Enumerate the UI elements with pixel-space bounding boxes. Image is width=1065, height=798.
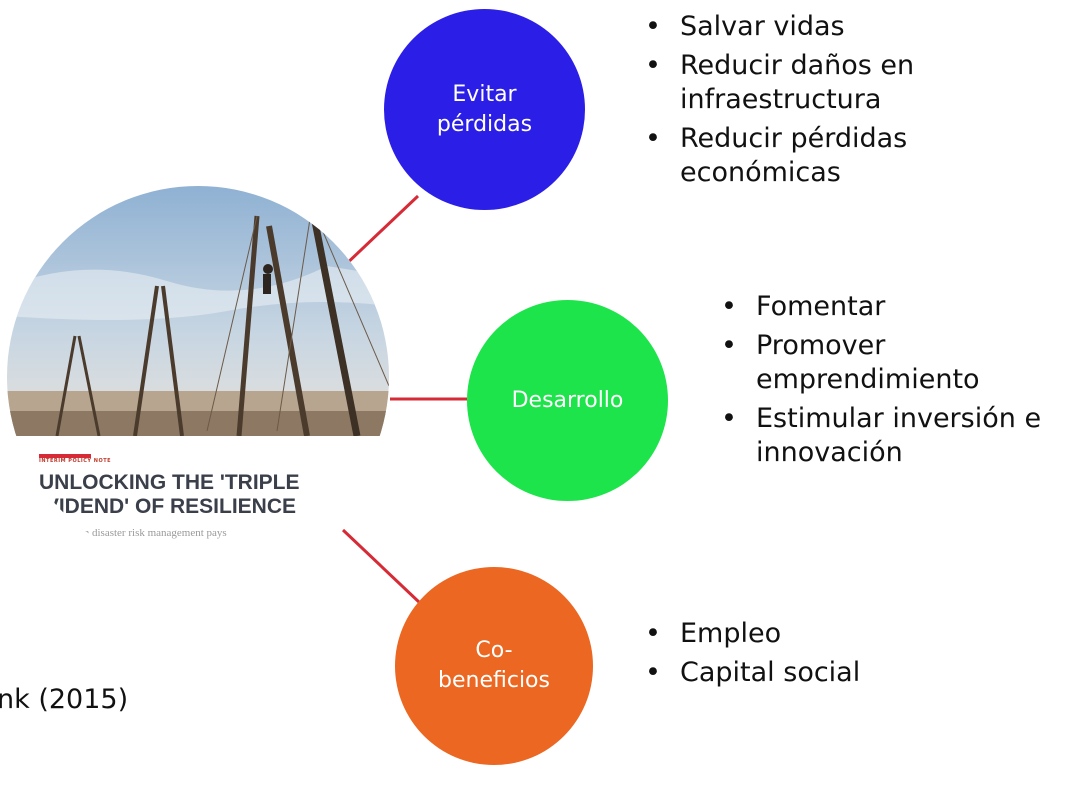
report-subtitle: Investing in disaster risk management pa… <box>37 527 227 539</box>
node-evitar-perdidas: Evitar pérdidas <box>384 9 585 210</box>
bullet-list-cobeneficios: Empleo Capital social <box>645 617 860 695</box>
bullet-item: Capital social <box>645 656 860 690</box>
node-label: Co- beneficios <box>438 638 550 693</box>
node-desarrollo: Desarrollo <box>467 300 668 501</box>
bullet-list-evitar: Salvar vidas Reducir daños en infraestru… <box>645 10 1065 195</box>
bullet-item: Estimular inversión e innovación <box>721 402 1065 470</box>
bullet-item: Fomentar <box>721 290 1065 324</box>
bullet-item: Empleo <box>645 617 860 651</box>
citation-text: nk (2015) <box>0 684 129 715</box>
bullet-item: Reducir pérdidas económicas <box>645 122 1065 190</box>
bullet-item: Reducir daños en infraestructura <box>645 49 1065 117</box>
report-cover-image: Interim policy note UNLOCKING THE 'TRIPL… <box>7 186 389 568</box>
construction-photo <box>7 186 389 568</box>
report-title: UNLOCKING THE 'TRIPLE IVIDEND' OF RESILI… <box>39 471 300 518</box>
report-kicker: Interim policy note <box>39 458 112 464</box>
bullet-list-desarrollo: Fomentar Promover emprendimiento Estimul… <box>721 290 1065 475</box>
node-label: Evitar pérdidas <box>436 81 533 137</box>
node-cobeneficios: Co- beneficios <box>395 567 593 765</box>
bullet-item: Salvar vidas <box>645 10 1065 44</box>
node-label: Desarrollo <box>511 387 624 413</box>
bullet-item: Promover emprendimiento <box>721 329 1065 397</box>
